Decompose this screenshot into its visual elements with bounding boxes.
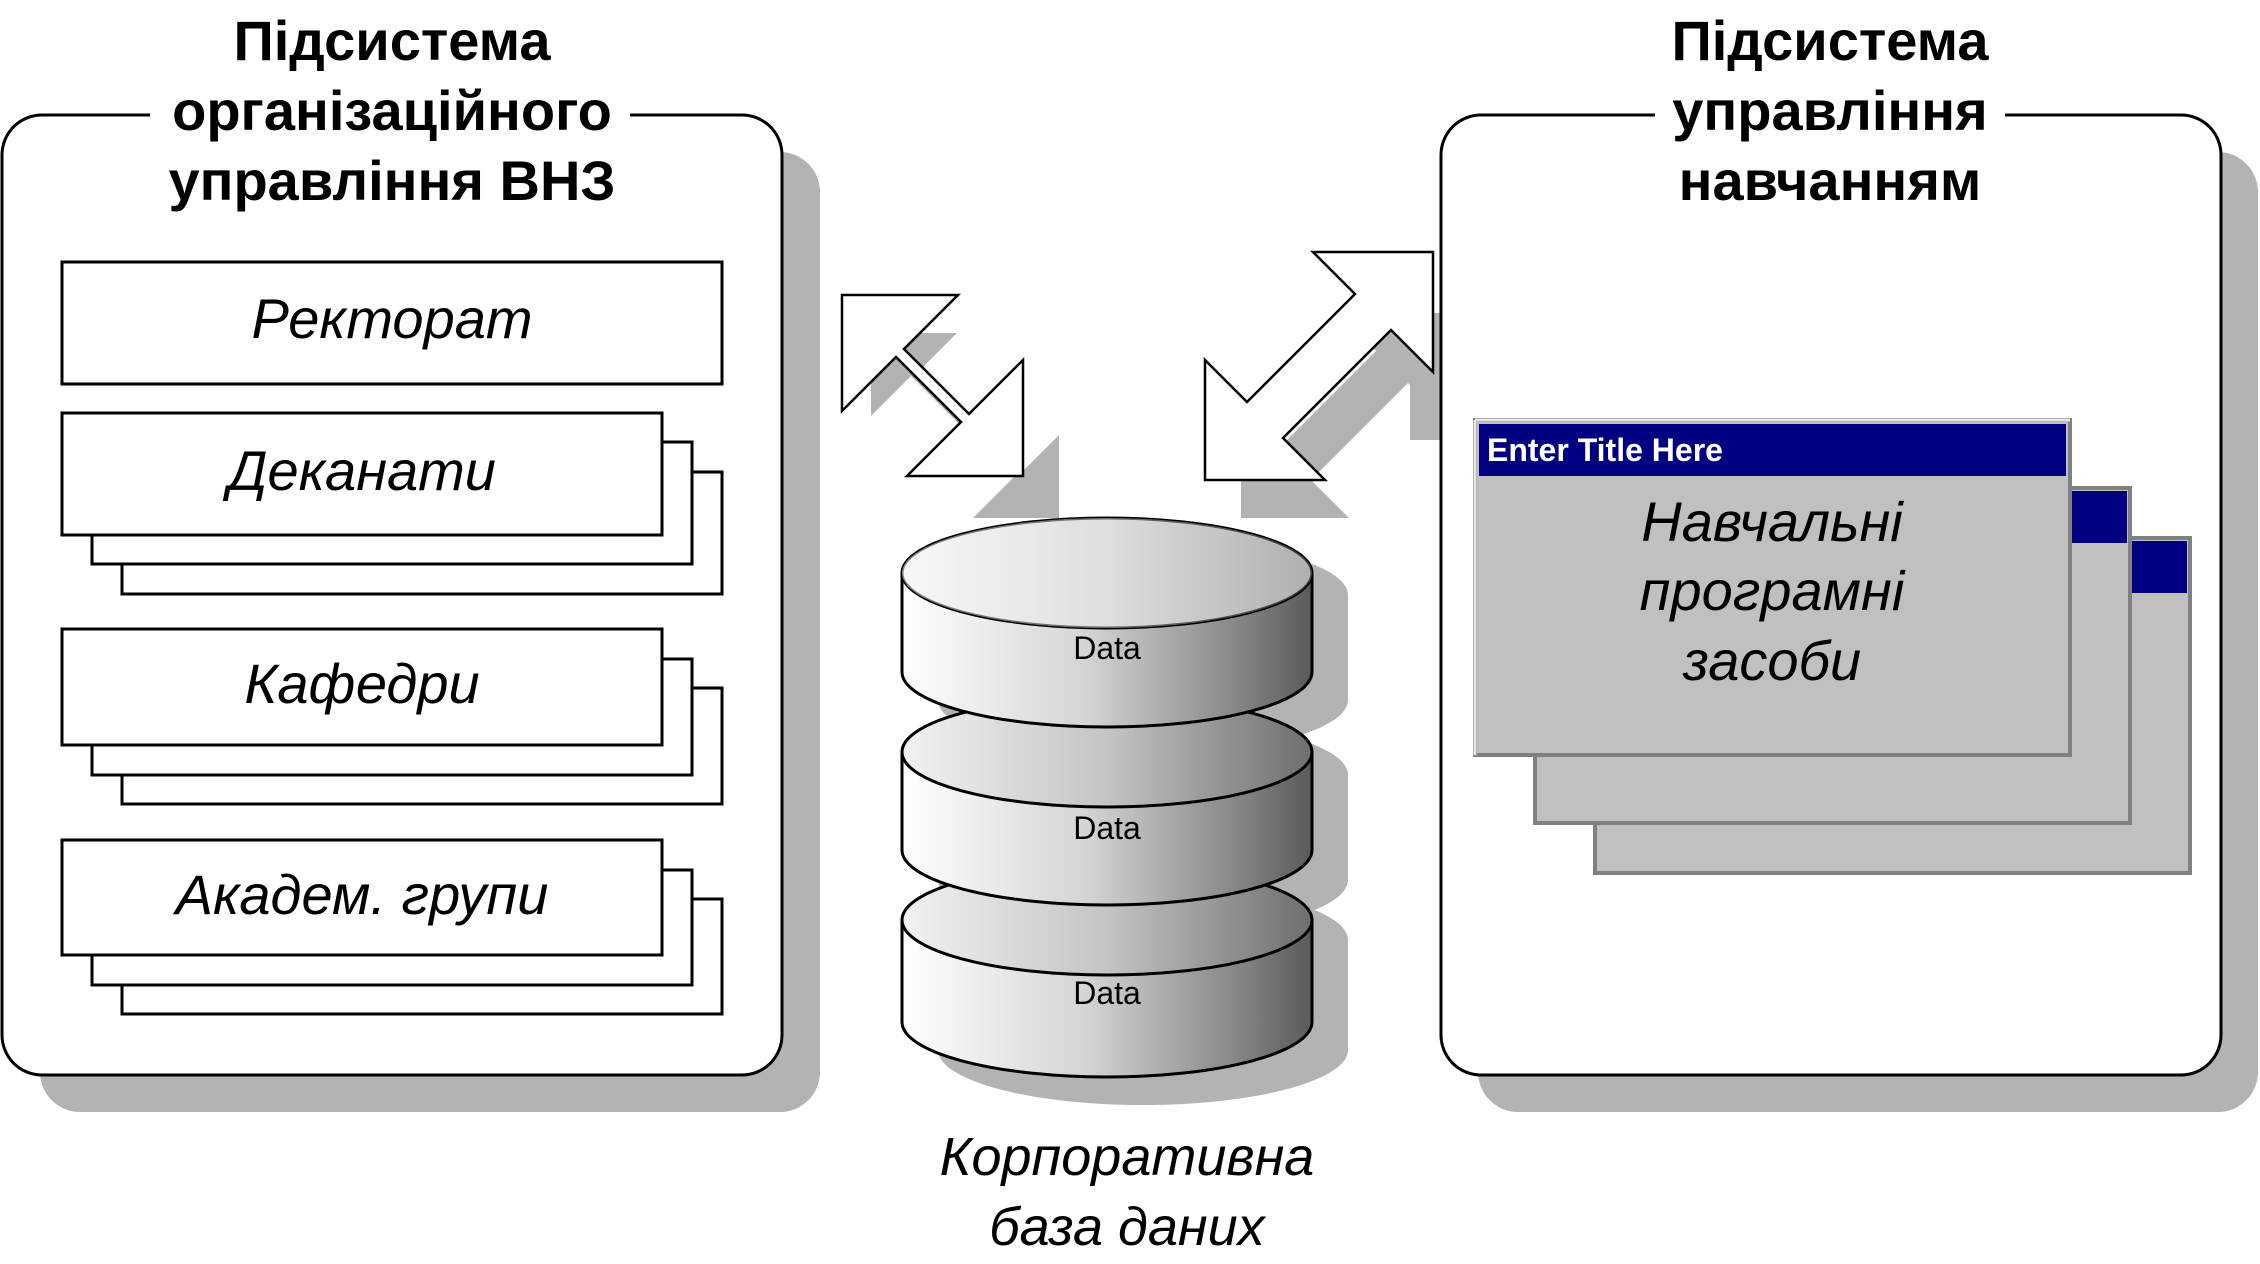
- right-panel-title-line-1: Підсистема: [1672, 9, 1990, 72]
- right-panel-title-line-2: управління: [1672, 79, 1987, 142]
- db-caption-line-1: Корпоративна: [940, 1127, 1315, 1187]
- right-arrow-shape: [1203, 250, 1435, 482]
- item-academic-groups-label: Академ. групи: [173, 863, 549, 926]
- learning-management-subsystem: Підсистема управління навчанням Enter Ti…: [1439, 9, 2258, 1112]
- right-double-arrow: [1203, 250, 1446, 518]
- item-academic-groups: Академ. групи: [60, 838, 724, 1016]
- item-departments: Кафедри: [60, 627, 724, 806]
- item-rectorate-label: Ректорат: [251, 287, 532, 350]
- software-window-front: Enter Title Here Навчальні програмні зас…: [1473, 418, 2072, 757]
- window-text-line-1: Навчальні: [1641, 490, 1904, 553]
- left-panel-title-line-2: організаційного: [172, 79, 612, 142]
- db-disk-2: Data: [900, 695, 1314, 907]
- corporate-database: Data Data Data Корпоративна база даних: [900, 516, 1348, 1257]
- window-title-text: Enter Title Here: [1487, 432, 1723, 468]
- window-text-line-3: засоби: [1682, 629, 1861, 692]
- org-management-subsystem: Підсистема організаційного управління ВН…: [0, 9, 820, 1112]
- db-caption-line-2: база даних: [989, 1197, 1266, 1257]
- db-disk-1-label: Data: [1073, 630, 1141, 666]
- left-panel-title-line-1: Підсистема: [234, 9, 552, 72]
- item-departments-label: Кафедри: [244, 652, 479, 715]
- window-text-line-2: програмні: [1640, 559, 1906, 622]
- item-rectorate: Ректорат: [60, 260, 724, 386]
- window-title-bar: [1479, 424, 2066, 476]
- item-deaneries: Деканати: [60, 411, 724, 596]
- db-disk-1: Data: [900, 516, 1314, 729]
- left-arrow-shape: [840, 293, 1025, 478]
- right-panel-title-line-3: навчанням: [1679, 149, 1982, 212]
- item-deaneries-label: Деканати: [222, 439, 496, 502]
- db-disk-2-label: Data: [1073, 810, 1141, 846]
- left-panel-title-line-3: управління ВНЗ: [169, 149, 616, 212]
- left-double-arrow: [840, 293, 1059, 518]
- db-disk-3-label: Data: [1073, 975, 1141, 1011]
